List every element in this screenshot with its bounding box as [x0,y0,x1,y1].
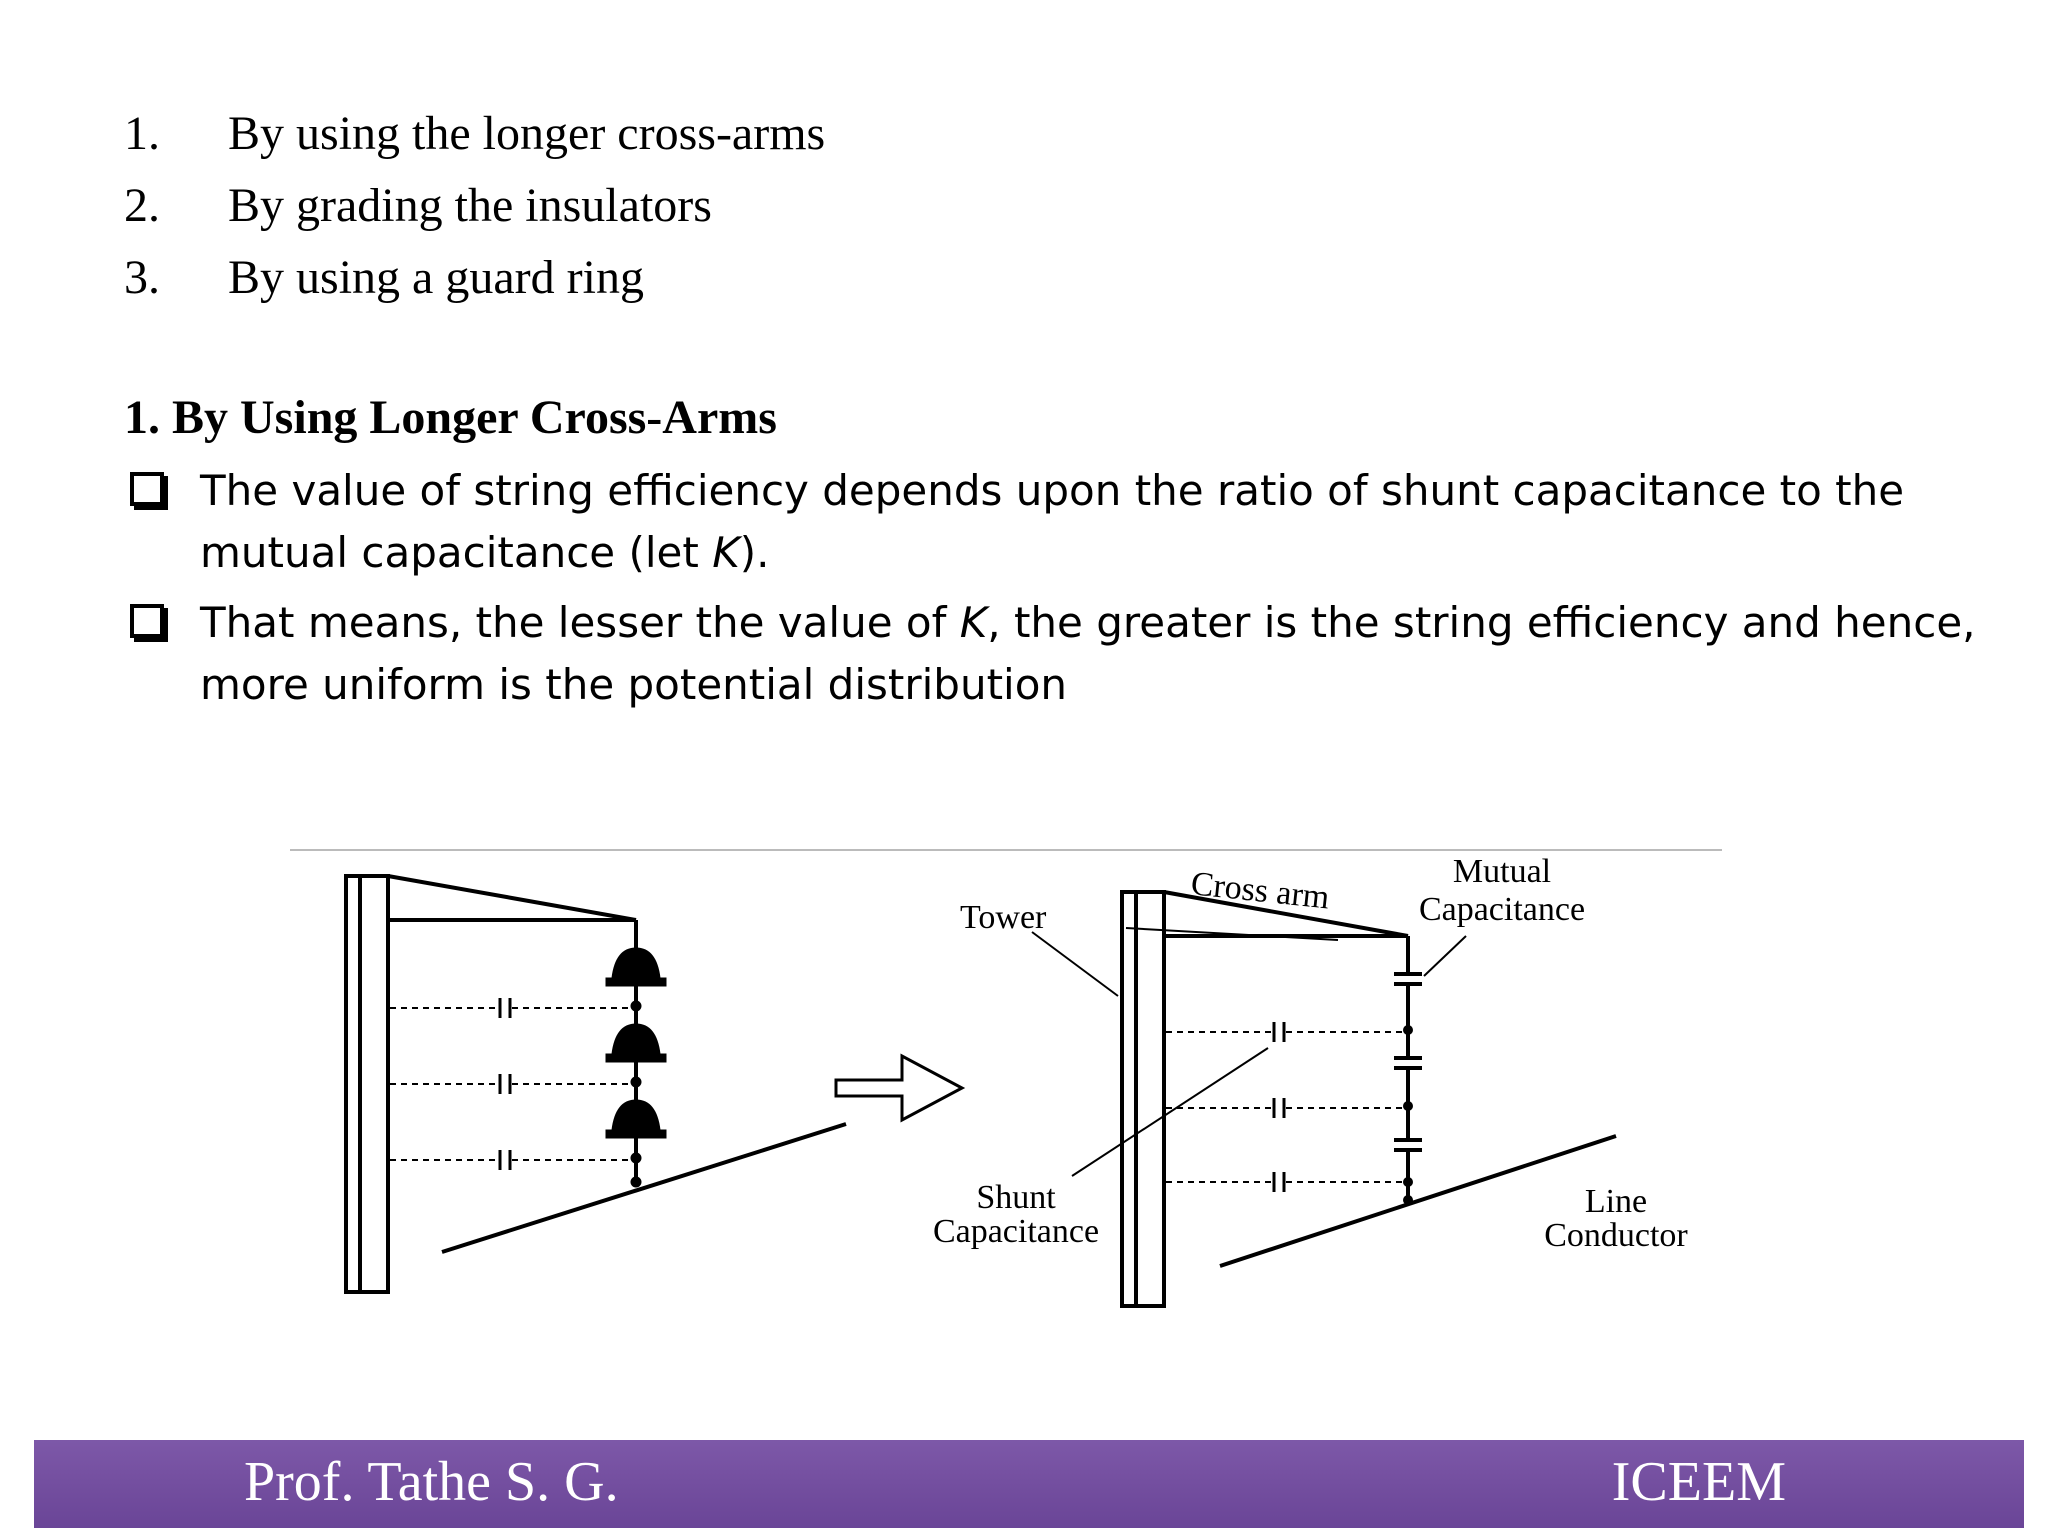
bullet-text-part: That means, the lesser the value of [200,598,960,647]
list-item: 3. By using a guard ring [124,242,825,314]
line-label-1: Line [1585,1183,1647,1220]
k-symbol: K [712,528,740,577]
footer-bar: Prof. Tathe S. G. ICEEM [34,1440,2024,1528]
line-conductor-left [441,1122,847,1254]
mutual-capacitor-string [1394,972,1422,1202]
item-number: 2. [124,179,160,232]
item-text: By using the longer cross-arms [228,107,826,160]
long-arm-tower [1120,890,1410,1308]
item-number: 1. [124,107,160,160]
shunt-capacitor-plates-right [1272,1022,1286,1192]
mutual-label-1: Mutual [1453,853,1551,890]
diagram-labels: Tower Cross arm Mutual Capacitance Shunt… [933,853,1689,1254]
bullet-text-part: , the greater is the string efficiency a… [200,598,1976,709]
author-name: Prof. Tathe S. G. [244,1451,619,1513]
section-heading: 1. By Using Longer Cross-Arms [124,391,777,444]
methods-list: 1. By using the longer cross-arms 2. By gr… [124,98,825,314]
mutual-label-2: Capacitance [1419,891,1585,928]
line-conductor-right [1219,1134,1617,1268]
right-arrow-icon [834,1053,966,1123]
org-name: ICEEM [1611,1451,1786,1513]
bullet-text-part: ). [739,528,770,577]
checkbox-bullet-icon [124,460,200,584]
leader-lines [1031,927,1467,1177]
insulator-discs [605,947,667,1188]
junction-dots [1403,1025,1413,1205]
list-item: 2. By grading the insulators [124,170,825,242]
shunt-capacitors-right [1166,1031,1402,1183]
tower-label: Tower [960,899,1047,936]
bullet-item: The value of string efficiency depends u… [124,460,2004,584]
line-label-2: Conductor [1544,1217,1688,1254]
shunt-capacitors-left [390,1007,630,1161]
list-item: 1. By using the longer cross-arms [124,98,825,170]
bullet-text-part: The value of string efficiency depends u… [200,466,1905,577]
short-arm-tower [344,874,638,1294]
item-text: By grading the insulators [228,179,712,232]
shunt-label-1: Shunt [976,1179,1056,1216]
shunt-label-2: Capacitance [933,1213,1099,1250]
bullet-text: That means, the lesser the value of K, t… [200,592,2004,716]
item-number: 3. [124,251,160,304]
bullet-list: The value of string efficiency depends u… [124,460,2004,724]
k-symbol: K [959,598,988,647]
cross-arm-label: Cross arm [1189,865,1331,916]
shunt-capacitor-plates-left [498,998,512,1170]
cross-arm-diagram: Tower Cross arm Mutual Capacitance Shunt… [290,849,1722,1308]
checkbox-bullet-icon [124,592,200,716]
bullet-item: That means, the lesser the value of K, t… [124,592,2004,716]
bullet-text: The value of string efficiency depends u… [200,460,2004,584]
item-text: By using a guard ring [228,251,644,304]
